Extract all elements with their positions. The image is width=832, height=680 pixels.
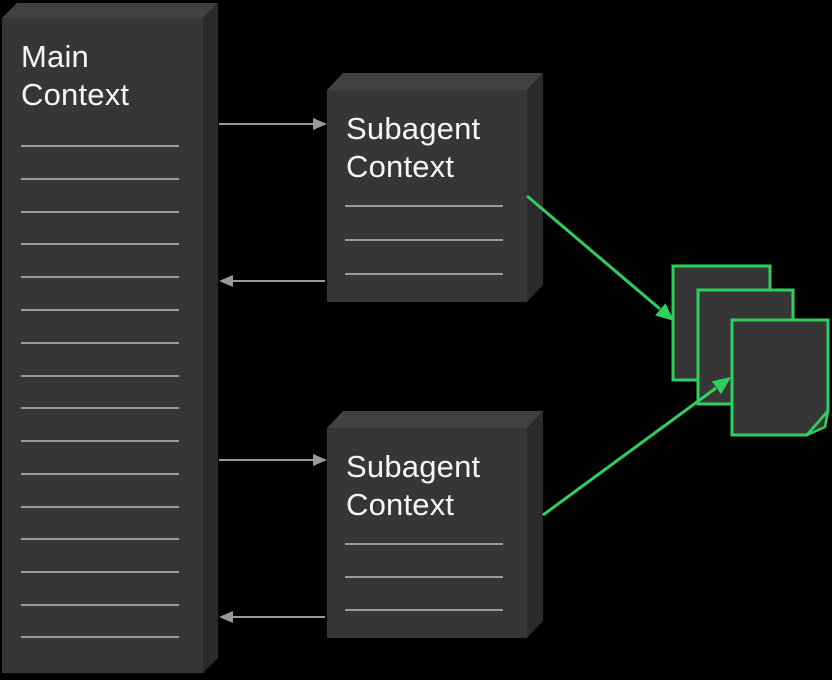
arrow-main-to-subagent1 xyxy=(219,118,327,130)
subagent2-box-face xyxy=(327,428,527,638)
subagent1-box-top xyxy=(327,73,543,90)
arrowhead xyxy=(655,303,674,321)
arrow-subagent1-to-documents xyxy=(526,194,674,321)
arrow-subagent1-to-main xyxy=(219,275,325,287)
arrow-main-to-subagent2 xyxy=(219,454,327,466)
subagent1-placeholder-lines xyxy=(345,205,503,275)
document-stack xyxy=(671,264,830,437)
subagent1-box-face xyxy=(327,90,527,302)
arrowhead xyxy=(219,275,233,287)
document-front-folded-corner xyxy=(805,409,830,437)
arrowhead xyxy=(219,611,233,623)
subagent2-placeholder-lines xyxy=(345,543,503,611)
subagent2-box xyxy=(327,411,543,638)
main-context-title: Main Context xyxy=(21,39,130,112)
document-front xyxy=(730,318,830,437)
main-context-box-face xyxy=(2,18,203,673)
subagent2-box-side xyxy=(527,411,543,638)
arrow-subagent2-to-documents xyxy=(542,377,731,517)
subagent2-title: Subagent Context xyxy=(346,449,481,522)
arrowhead xyxy=(711,377,731,395)
arrow-shaft xyxy=(526,194,661,311)
main-context-box xyxy=(2,3,218,673)
main-context-placeholder-lines xyxy=(21,145,179,638)
subagent1-box xyxy=(327,73,543,302)
arrowhead xyxy=(313,118,327,130)
subagent1-title: Subagent Context xyxy=(346,111,481,184)
subagent2-box-top xyxy=(327,411,543,428)
arrow-subagent2-to-main xyxy=(219,611,325,623)
subagent1-box-side xyxy=(527,73,543,302)
main-context-box-top xyxy=(2,3,218,18)
main-context-box-side xyxy=(203,3,218,673)
arrowhead xyxy=(313,454,327,466)
arrow-shaft xyxy=(542,386,717,517)
